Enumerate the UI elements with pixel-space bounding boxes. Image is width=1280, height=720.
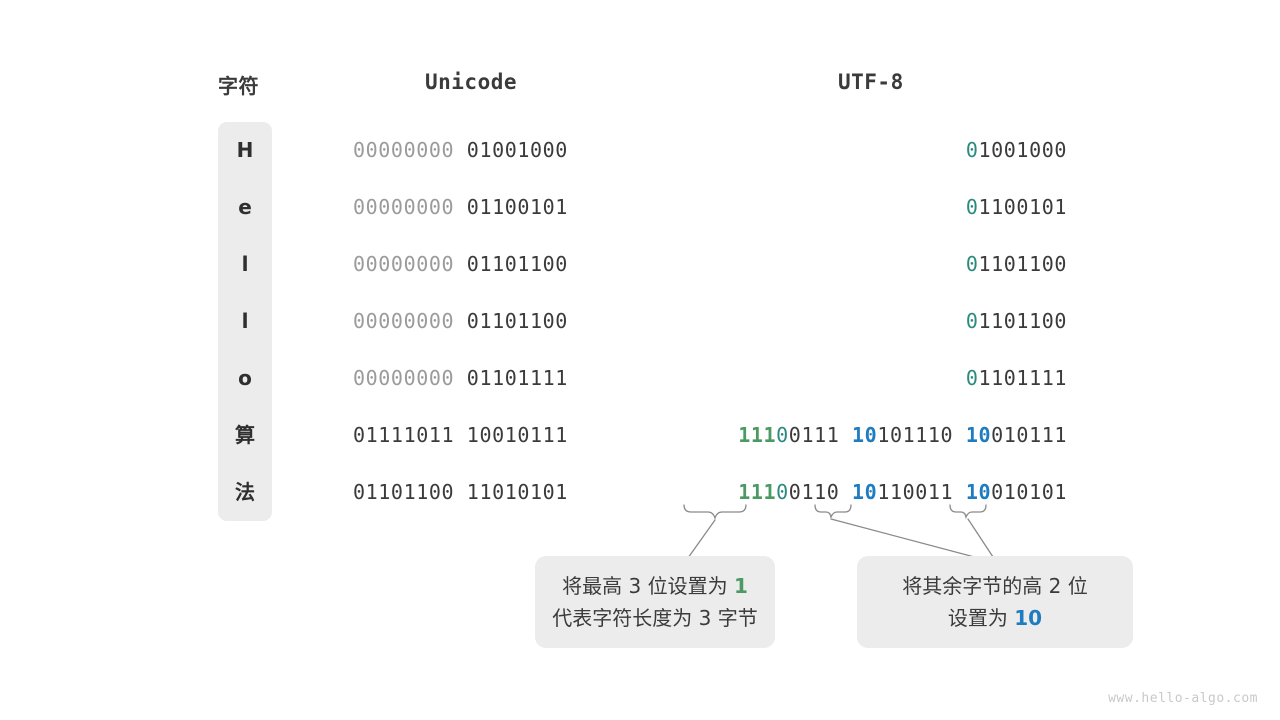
- unicode-high-byte: 00000000: [353, 366, 455, 390]
- unicode-low-byte: 01101100: [466, 309, 568, 333]
- unicode-low-byte: 01001000: [466, 138, 568, 162]
- utf8-payload-bits: 1001000: [978, 138, 1067, 162]
- callout-length-marker: 将最高 3 位设置为 1 代表字符长度为 3 字节: [535, 556, 775, 648]
- character-cell: 法: [235, 480, 255, 504]
- unicode-high-byte: 00000000: [353, 138, 455, 162]
- unicode-high-byte: 01111011: [353, 423, 455, 447]
- character-cell: e: [238, 195, 252, 219]
- utf8-lead-bit: 0: [965, 309, 979, 333]
- utf8-bits: 01101100: [966, 308, 1067, 334]
- utf8-payload-bits: 1101100: [978, 309, 1067, 333]
- unicode-bits: 01101100 11010101: [353, 479, 568, 505]
- unicode-bits: 00000000 01101100: [353, 251, 568, 277]
- unicode-bits: 00000000 01100101: [353, 194, 568, 220]
- brace-byte2: [814, 504, 852, 520]
- utf8-bits: 01001000: [966, 137, 1067, 163]
- unicode-high-byte: 00000000: [353, 252, 455, 276]
- unicode-bits: 01111011 10010111: [353, 422, 568, 448]
- unicode-high-byte: 00000000: [353, 309, 455, 333]
- utf8-payload-bits: 0110: [788, 480, 840, 504]
- utf8-lead-bit: 0: [965, 138, 979, 162]
- unicode-low-byte: 01101111: [466, 366, 568, 390]
- unicode-high-byte: 01101100: [353, 480, 455, 504]
- utf8-lead-bit: 0: [965, 252, 979, 276]
- unicode-high-byte: 00000000: [353, 195, 455, 219]
- callout-left-highlight: 1: [733, 574, 748, 598]
- callout-left-line2: 代表字符长度为 3 字节: [552, 606, 758, 630]
- utf8-bits: 01101111: [966, 365, 1067, 391]
- utf8-bits: 01100101: [966, 194, 1067, 220]
- utf8-length-marker-bits: 111: [738, 423, 777, 447]
- character-column-chip: [218, 122, 272, 521]
- watermark: www.hello-algo.com: [1108, 691, 1258, 706]
- callout-right-highlight: 10: [1014, 606, 1043, 630]
- utf8-payload-bits: 1101100: [978, 252, 1067, 276]
- brace-byte3: [949, 504, 987, 520]
- unicode-low-byte: 01100101: [466, 195, 568, 219]
- utf8-bits: 01101100: [966, 251, 1067, 277]
- utf8-lead-bit: 0: [965, 195, 979, 219]
- utf8-payload-bits: 010111: [991, 423, 1067, 447]
- utf8-payload-bits: 1101111: [978, 366, 1067, 390]
- unicode-low-byte: 11010101: [466, 480, 568, 504]
- utf8-payload-bits: 010101: [991, 480, 1067, 504]
- column-header-utf8: UTF-8: [838, 70, 904, 94]
- unicode-bits: 00000000 01101111: [353, 365, 568, 391]
- unicode-bits: 00000000 01101100: [353, 308, 568, 334]
- utf8-payload-bits: 110011: [877, 480, 954, 504]
- brace-byte1: [683, 504, 747, 521]
- utf8-length-terminator-bit: 0: [776, 480, 789, 504]
- callout-left-line1: 将最高 3 位设置为 1: [562, 574, 748, 598]
- character-cell: l: [241, 309, 249, 333]
- utf8-bits: 11100111 10101110 10010111: [738, 422, 1067, 448]
- utf8-payload-bits: 1100101: [978, 195, 1067, 219]
- unicode-bits: 00000000 01001000: [353, 137, 568, 163]
- utf8-payload-bits: 0111: [788, 423, 840, 447]
- unicode-low-byte: 01101100: [466, 252, 568, 276]
- utf8-payload-bits: 101110: [877, 423, 954, 447]
- utf8-continuation-marker-bits: 10: [852, 423, 878, 447]
- character-cell: l: [241, 252, 249, 276]
- unicode-low-byte: 10010111: [466, 423, 568, 447]
- utf8-length-terminator-bit: 0: [776, 423, 789, 447]
- character-cell: o: [238, 366, 252, 390]
- character-cell: 算: [235, 423, 255, 447]
- utf8-continuation-marker-bits: 10: [852, 480, 878, 504]
- callout-right-line1: 将其余字节的高 2 位: [902, 574, 1088, 598]
- callout-continuation-marker: 将其余字节的高 2 位 设置为 10: [857, 556, 1133, 648]
- callout-right-line2: 设置为 10: [947, 606, 1043, 630]
- utf8-length-marker-bits: 111: [738, 480, 777, 504]
- utf8-continuation-marker-bits: 10: [965, 480, 992, 504]
- character-cell: H: [236, 138, 254, 162]
- utf8-bits: 11100110 10110011 10010101: [738, 479, 1067, 505]
- column-header-character: 字符: [218, 74, 259, 98]
- utf8-continuation-marker-bits: 10: [965, 423, 992, 447]
- utf8-lead-bit: 0: [965, 366, 979, 390]
- column-header-unicode: Unicode: [425, 70, 518, 94]
